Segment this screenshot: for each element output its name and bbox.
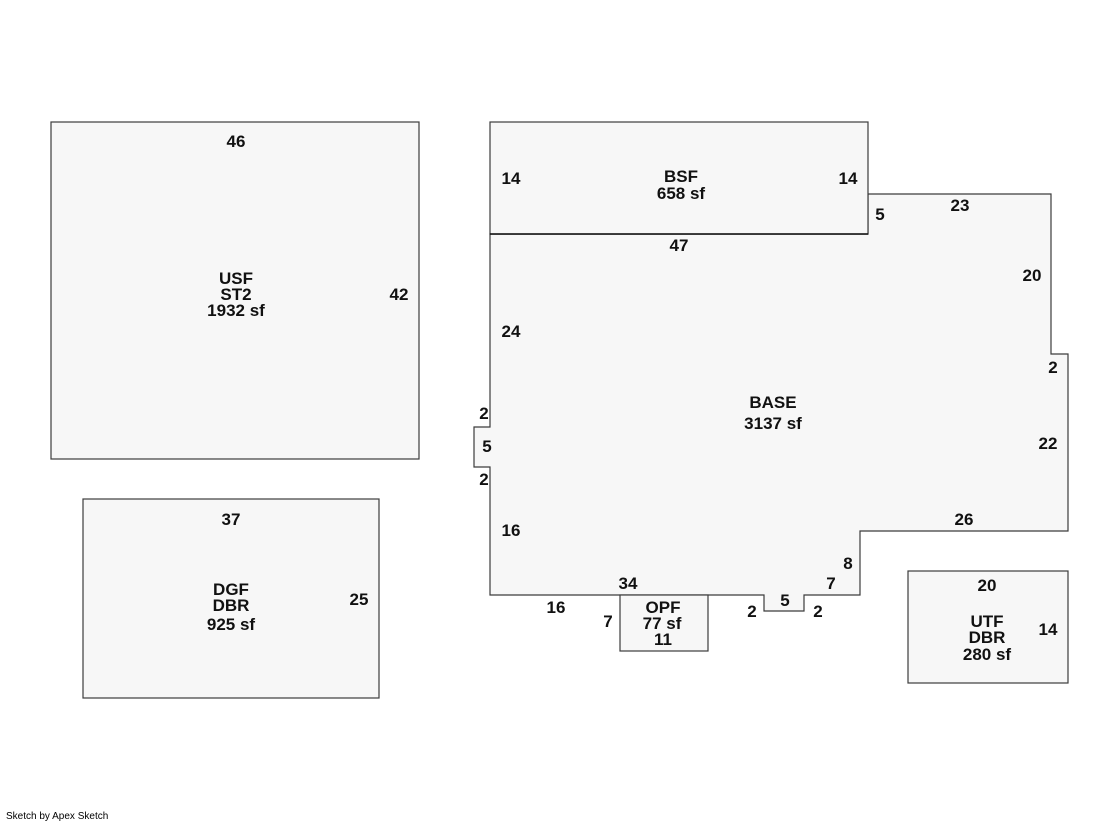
usf-area [50,121,420,460]
opf-area-value: 77 sf [643,614,682,633]
bsf-area-value: 658 sf [657,184,706,203]
base-dimension-5-step: 5 [875,205,884,224]
base-dimension-34: 34 [619,574,638,593]
utf-label: UTF [970,612,1003,631]
bsf-dimension-bottom: 47 [670,236,689,255]
bsf-label: BSF [664,167,698,186]
base-dimension-20: 20 [1023,266,1042,285]
opf-dimension-left: 7 [603,612,612,631]
usf-label: USF [219,269,253,288]
base-area [473,193,1069,612]
utf-dimension-top: 20 [978,576,997,595]
opf-area [619,594,709,652]
base-dimension-7: 7 [826,574,835,593]
base-label: BASE [749,393,796,412]
opf-dimension-bottom: 11 [654,630,672,649]
dgf-area-value: 925 sf [207,615,256,634]
base-dimension-22: 22 [1039,434,1058,453]
utf-dimension-right: 14 [1039,620,1058,639]
base-dimension-2-notch-left: 2 [747,602,756,621]
base-dimension-2-right: 2 [1048,358,1057,377]
opf-label: OPF [646,598,681,617]
dgf-area [82,498,380,699]
base-dimension-2-upper-left: 2 [479,404,488,423]
base-dimension-24: 24 [502,322,521,341]
apex-sketch-credit: Sketch by Apex Sketch [6,811,108,821]
bsf-dimension-left: 14 [502,169,521,188]
usf-dimension-right: 42 [390,285,409,304]
base-dimension-16-left: 16 [502,521,521,540]
base-dimension-2-notch-right: 2 [813,602,822,621]
base-dimension-5-notch: 5 [780,591,789,610]
dgf-label: DGF [213,580,249,599]
dgf-dimension-top: 37 [222,510,241,529]
usf-sublabel: ST2 [220,285,251,304]
utf-area [907,570,1069,684]
base-dimension-2-lower-left: 2 [479,470,488,489]
usf-area-value: 1932 sf [207,301,265,320]
utf-sublabel: DBR [969,628,1006,647]
bsf-dimension-right: 14 [839,169,858,188]
base-dimension-23: 23 [951,196,970,215]
base-area-value: 3137 sf [744,414,802,433]
base-dimension-8: 8 [843,554,852,573]
base-dimension-16-bottom: 16 [547,598,566,617]
bsf-area [489,121,869,235]
utf-area-value: 280 sf [963,645,1012,664]
base-dimension-26: 26 [955,510,974,529]
base-dimension-5-left: 5 [482,437,491,456]
dgf-dimension-right: 25 [350,590,369,609]
dgf-sublabel: DBR [213,596,250,615]
usf-dimension-top: 46 [227,132,246,151]
